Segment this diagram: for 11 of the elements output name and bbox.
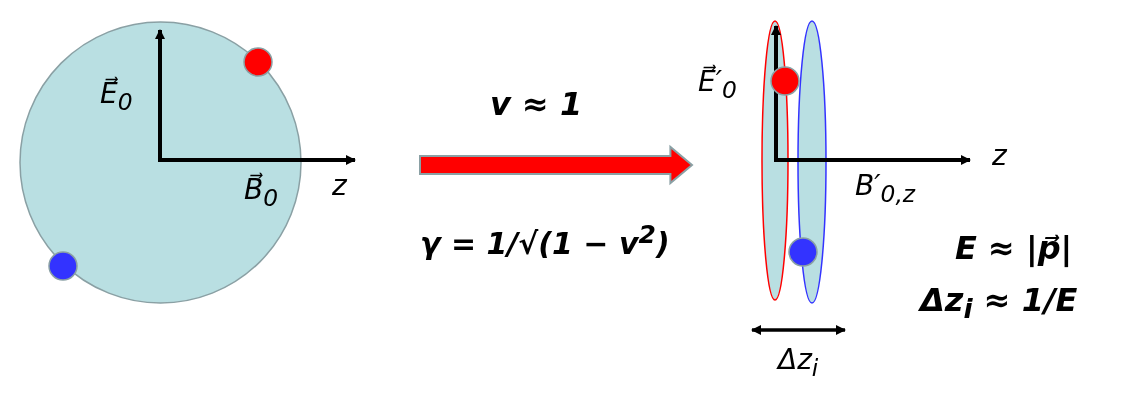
axis-label: z: [332, 172, 347, 200]
gamma-formula: γ = 1/√(1 − v$^{2}$): [420, 222, 670, 259]
contracted-disk: [761, 20, 789, 301]
sphere-circle: [19, 21, 302, 304]
dimension-label: Δz$_{i}$: [778, 346, 819, 380]
field-label: B′$_{0,z}$: [855, 172, 916, 206]
axis-label: z: [992, 142, 1007, 170]
length-relation: Δz$_{i}$ ≈ 1/E: [920, 284, 1078, 324]
arrow: [419, 144, 694, 186]
edge-label: v ≈ 1: [490, 88, 583, 120]
contracted-disk: [797, 20, 827, 304]
